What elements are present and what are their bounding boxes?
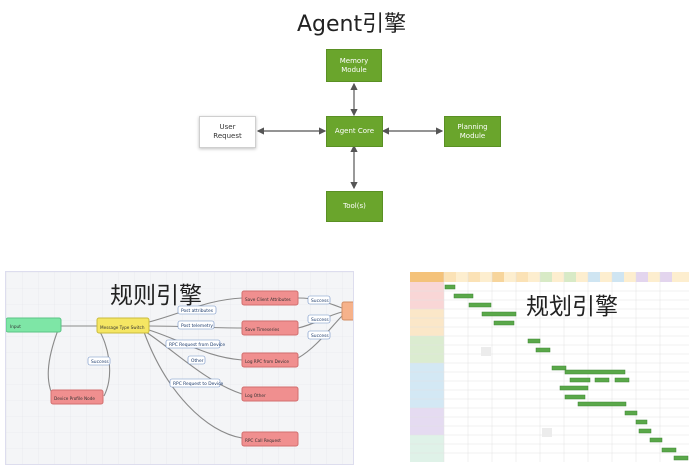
tools-node: Tool(s) [326,191,383,222]
rule-engine-panel: Input Message Type Switch Device Profile… [5,271,354,465]
profile-node-label: Device Profile Node [54,396,95,401]
message-type-switch-node [96,317,150,334]
gantt-shaded-cells [481,347,552,437]
badge-success-3-text: Success [311,333,329,339]
edge-switch-rpccall [143,331,243,439]
planning-module-node: Planning Module [444,116,501,147]
gantt-bar [661,447,677,453]
gantt-grid [410,272,689,462]
gantt-bar [481,311,517,317]
badge-success-1 [307,295,331,305]
gantt-header-cells [444,272,672,282]
agent-diagram-title: Agent引擎 [297,12,407,37]
badge-post-telemetry-text: Post telemetry [181,323,213,329]
save-attr-label: Save Client Attributes [245,297,291,302]
badge-rpc-from-device [165,339,221,349]
gantt-bar [624,410,638,416]
badge-success-profile-text: Success [91,359,109,365]
gantt-bar [564,394,586,400]
gantt-bar [649,437,663,443]
badge-post-attributes-text: Post attributes [181,308,214,314]
badge-success-3 [307,330,331,340]
gantt-corner-cell [410,272,444,282]
gantt-task-cells [410,282,444,462]
badge-rpc-to-device [169,378,221,388]
edge-switch-rpcdev [148,329,243,361]
gantt-bar [635,419,648,425]
badge-other [187,355,206,365]
badge-rpc-from-device-text: RPC Request from Device [169,342,225,348]
badge-success-profile [87,356,111,366]
planning-engine-title: 规划引擎 [526,294,618,320]
gantt-bar [468,302,492,308]
gantt-bar [638,428,652,434]
gantt-bar [493,320,515,326]
log-other-label: Log Other [245,393,266,398]
agent-core-node: Agent Core [326,116,383,147]
rpc-from-device-node [241,352,299,368]
badge-success-1-text: Success [311,298,329,304]
agent-diagram-arrows [256,82,444,190]
rpc-call-label: RPC Call Request [245,438,281,443]
edge-switch-other [145,331,243,395]
gantt-bar [535,347,551,353]
user-request-node: User Request [199,116,256,148]
badge-success-2-text: Success [311,317,329,323]
planning-engine-panel: 规划引擎 [410,272,689,462]
device-profile-node [50,389,104,405]
gantt-chart [410,272,689,462]
switch-node-label: Message Type Switch [100,325,145,330]
badge-success-2 [307,314,331,324]
rule-engine-canvas: Input Message Type Switch Device Profile… [6,272,353,464]
gantt-bar [594,377,610,383]
badge-post-attributes [177,305,217,315]
gantt-bar [673,455,689,461]
gantt-bar [551,365,567,371]
save-timeseries-node [241,320,299,336]
save-ts-label: Save Timeseries [245,327,279,332]
output-node [341,301,353,321]
memory-module-node: Memory Module [326,49,382,82]
rule-engine-title: 规则引擎 [110,283,202,309]
badge-other-text: Other [191,358,204,364]
badge-rpc-to-device-text: RPC Request to Device [173,381,224,387]
input-node [6,317,62,333]
save-attributes-node [241,290,299,306]
gantt-bar [444,284,456,290]
gantt-bars [444,284,689,461]
badge-post-telemetry [177,320,215,330]
gantt-bar [569,377,591,383]
gantt-bar [614,377,630,383]
input-node-label: Input [10,324,21,329]
rpc-call-node [241,431,299,447]
gantt-bar [577,401,627,407]
gantt-bar [453,293,474,299]
gantt-bar [559,385,589,391]
log-other-node [241,386,299,402]
rpc-device-label: Log RPC from Device [245,359,289,364]
gantt-bar [527,338,541,344]
gantt-bar [564,369,626,375]
